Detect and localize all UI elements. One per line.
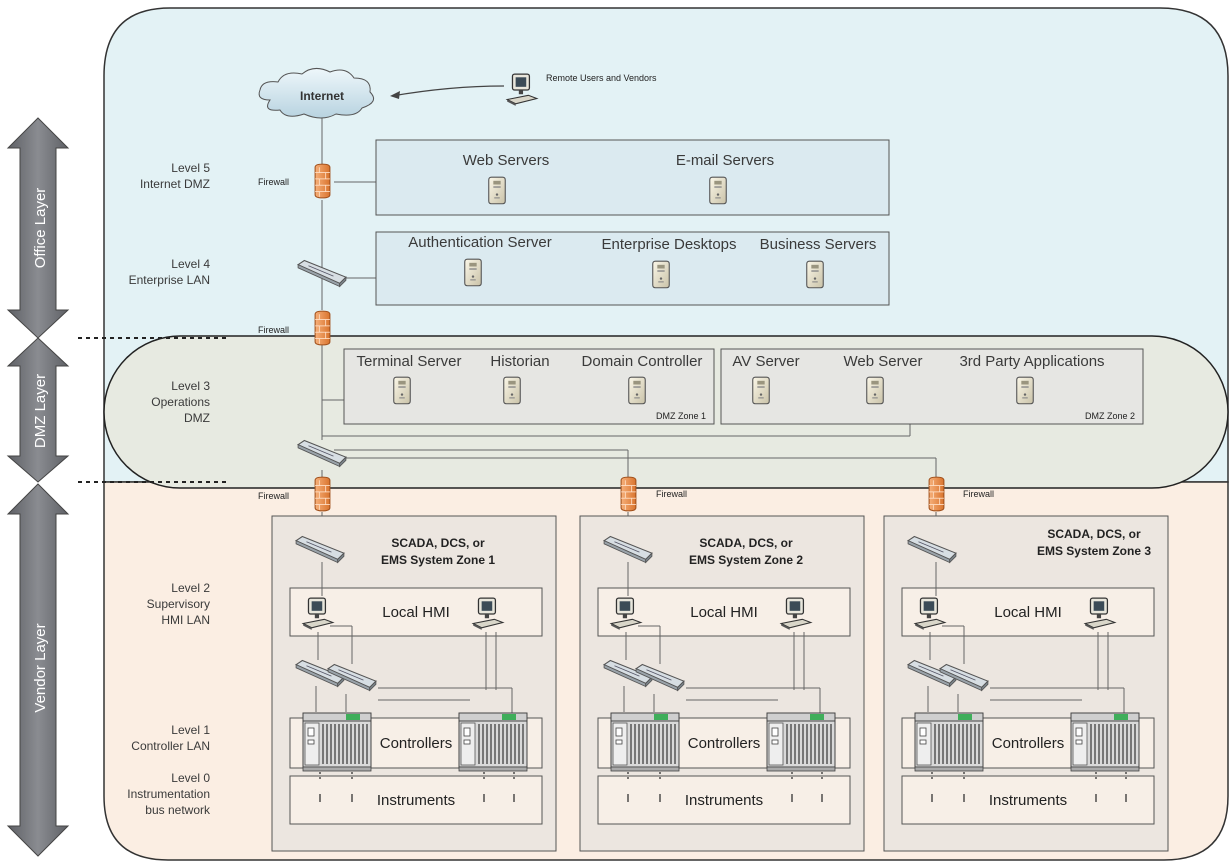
dmz-web-server-icon [866,376,884,405]
level5-desc: Internet DMZ [140,177,210,191]
zone1-instrument-ticks [319,772,515,802]
zone2-instrument-ticks [627,772,823,802]
zone2-controller1-icon [610,712,680,772]
third-party-apps-label: 3rd Party Applications [959,353,1104,370]
auth-server-icon [464,258,482,287]
level3-firewall-icon [314,310,331,346]
level3-label: Level 3 [171,379,210,393]
zone3-firewall-label: Firewall [963,489,994,499]
zone2-controller2-icon [766,712,836,772]
zone1-hmi-label: Local HMI [382,604,450,621]
internet-label: Internet [300,89,344,103]
business-server-icon [806,260,824,289]
zone2-title-line2: EMS System Zone 2 [689,553,803,567]
level0-desc2: bus network [145,803,211,817]
domain-controller-label: Domain Controller [582,353,703,370]
remote-arrowhead [390,91,400,99]
zone1-hmi-box [289,587,543,637]
zone3-instruments-label: Instruments [989,792,1067,809]
web-server-icon [488,176,506,205]
zone3-instrument-ticks [931,772,1127,802]
zone3-hmi-box [901,587,1155,637]
zone1-controller1-icon [302,712,372,772]
level1-desc: Controller LAN [131,739,210,753]
zone3-title-line2: EMS System Zone 3 [1037,544,1151,558]
level4-desc: Enterprise LAN [129,273,210,287]
level0-label: Level 0 [171,771,210,785]
dmz-layer-arrow: DMZ Layer [6,337,70,483]
office-layer-arrow: Office Layer [6,117,70,339]
vendor-layer-arrow: Vendor Layer [6,483,70,857]
email-servers-label: E-mail Servers [676,152,774,169]
dmz-layer-label: DMZ Layer [32,374,49,448]
zone2-firewall-icon [620,476,637,512]
zone1-title-line1: SCADA, DCS, or [391,536,485,550]
level3-desc2: DMZ [184,411,210,425]
zone2-hmi-label: Local HMI [690,604,758,621]
terminal-server-icon [393,376,411,405]
zone2-title-line1: SCADA, DCS, or [699,536,793,550]
level3-firewall-label: Firewall [258,325,289,335]
zone1-instruments-box [289,775,543,825]
terminal-server-label: Terminal Server [356,353,461,370]
remote-users-label: Remote Users and Vendors [546,73,657,83]
zone2: SCADA, DCS, or EMS System Zone 2 Local H… [579,515,865,852]
zone3-controllers-label: Controllers [992,735,1065,752]
business-servers-label: Business Servers [760,236,877,253]
level2-desc2: HMI LAN [161,613,210,627]
dmz-zone2-box [720,348,1144,425]
zone1-firewall-label: Firewall [258,491,289,501]
auth-server-label: Authentication Server [408,234,551,251]
zone2-controllers-label: Controllers [688,735,761,752]
remote-link [391,85,505,97]
level2-label: Level 2 [171,581,210,595]
zone1-controller2-icon [458,712,528,772]
zone2-hmi-box [597,587,851,637]
zone2-instruments-box [597,775,851,825]
zone3-title-line1: SCADA, DCS, or [1047,527,1141,541]
zone1-controllers-label: Controllers [380,735,453,752]
zone3-hmi-label: Local HMI [994,604,1062,621]
av-server-label: AV Server [732,353,799,370]
level4-label: Level 4 [171,257,210,271]
historian-icon [503,376,521,405]
zone1: SCADA, DCS, or EMS System Zone 1 Local H… [271,515,557,852]
level5-firewall-icon [314,163,331,199]
zone3: SCADA, DCS, or EMS System Zone 3 Local H… [883,515,1169,852]
third-party-server-icon [1016,376,1034,405]
zone3-firewall-icon [928,476,945,512]
domain-controller-icon [628,376,646,405]
web-servers-label: Web Servers [463,152,549,169]
zone1-instruments-label: Instruments [377,792,455,809]
internet-cloud: Internet [258,68,375,119]
zone1-title-line2: EMS System Zone 1 [381,553,495,567]
level2-desc1: Supervisory [147,597,210,611]
zone3-controller2-icon [1070,712,1140,772]
zone3-controller1-icon [914,712,984,772]
level5-label: Level 5 [171,161,210,175]
level5-server-box [375,139,890,216]
dmz-zone1-label: DMZ Zone 1 [656,411,706,421]
office-layer-label: Office Layer [32,188,49,269]
desktop-server-icon [652,260,670,289]
zone1-firewall-icon [314,476,331,512]
web-server-label: Web Server [844,353,923,370]
zone2-firewall-label: Firewall [656,489,687,499]
zone3-instruments-box [901,775,1155,825]
level4-server-box [375,231,890,306]
level-labels: Level 5 Internet DMZ Level 4 Enterprise … [127,161,211,817]
level0-desc1: Instrumentation [127,787,210,801]
av-server-icon [752,376,770,405]
zone2-instruments-label: Instruments [685,792,763,809]
level1-label: Level 1 [171,723,210,737]
level3-desc1: Operations [151,395,210,409]
vendor-layer-label: Vendor Layer [32,623,49,712]
email-server-icon [709,176,727,205]
level5-firewall-label: Firewall [258,177,289,187]
dmz-zone2-label: DMZ Zone 2 [1085,411,1135,421]
historian-label: Historian [490,353,549,370]
enterprise-desktops-label: Enterprise Desktops [601,236,736,253]
